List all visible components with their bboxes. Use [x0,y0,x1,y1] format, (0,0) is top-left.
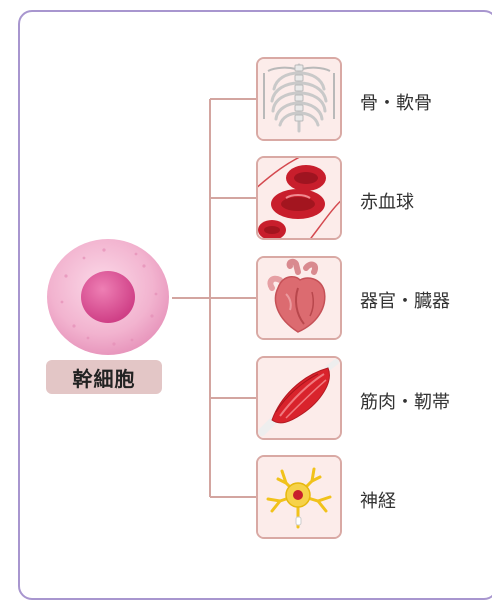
target-label-nerve: 神経 [360,487,396,513]
stem-cell-illustration [44,236,172,358]
target-label-organ: 器官・臓器 [360,287,450,313]
stem-cell-label: 幹細胞 [46,360,162,394]
skeleton-icon [258,59,340,139]
target-tile-bone [256,57,342,141]
target-label-muscle: 筋肉・靭帯 [360,388,450,414]
neuron-icon [258,457,340,537]
red-blood-cells-icon [258,158,340,238]
muscle-icon [258,358,340,438]
target-tile-blood [256,156,342,240]
heart-organ-icon [258,258,340,338]
cell-nucleus [81,271,135,323]
target-tile-organ [256,256,342,340]
target-tile-muscle [256,356,342,440]
target-tile-nerve [256,455,342,539]
target-label-blood: 赤血球 [360,188,414,214]
target-label-bone: 骨・軟骨 [360,89,432,115]
